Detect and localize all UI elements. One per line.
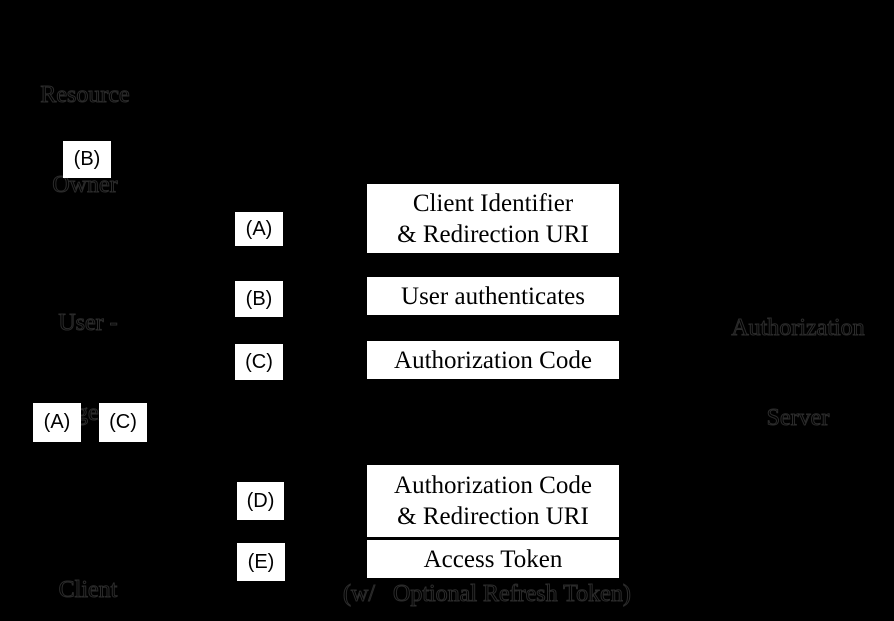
user-agent-label: User - Agent: [28, 248, 148, 488]
message-client-identifier-box: Client Identifier & Redirection URI: [367, 184, 619, 253]
authorization-server-line1: Authorization: [731, 315, 865, 342]
step-b-top-box: (B): [63, 141, 111, 178]
step-b-mid-box: (B): [235, 281, 283, 317]
message-auth-code-redirect-line1: Authorization Code: [394, 472, 592, 499]
step-c-bottom-box: (C): [99, 403, 147, 442]
optional-refresh-token-note: (w/ Optional Refresh Token): [343, 581, 632, 608]
message-access-token-line1: Access Token: [423, 545, 563, 573]
step-c-mid-box: (C): [235, 344, 283, 380]
authorization-server-label: Authorization Server: [708, 253, 888, 493]
message-auth-code-redirect-box: Authorization Code & Redirection URI: [367, 465, 619, 537]
message-client-identifier-line2: & Redirection URI: [397, 220, 589, 248]
message-authorization-code-box: Authorization Code: [367, 341, 619, 379]
step-a-bottom-box: (A): [33, 403, 81, 442]
message-user-authenticates-box: User authenticates: [367, 277, 619, 315]
message-user-authenticates-line1: User authenticates: [401, 282, 585, 310]
message-auth-code-redirect-line2: & Redirection URI: [397, 503, 589, 530]
user-agent-line1: User -: [58, 310, 118, 337]
message-access-token-box: Access Token: [367, 540, 619, 578]
step-a-mid-box: (A): [235, 212, 283, 246]
resource-owner-line1: Resource: [40, 82, 130, 109]
message-client-identifier-line1: Client Identifier: [412, 189, 574, 217]
resource-owner-label: Resource Owner: [15, 20, 155, 260]
step-e-box: (E): [237, 543, 285, 581]
client-line1: Client: [58, 577, 118, 604]
authorization-server-line2: Server: [766, 405, 830, 432]
client-label: Client: [28, 515, 148, 621]
step-d-box: (D): [237, 482, 284, 520]
message-authorization-code-line1: Authorization Code: [394, 346, 592, 374]
